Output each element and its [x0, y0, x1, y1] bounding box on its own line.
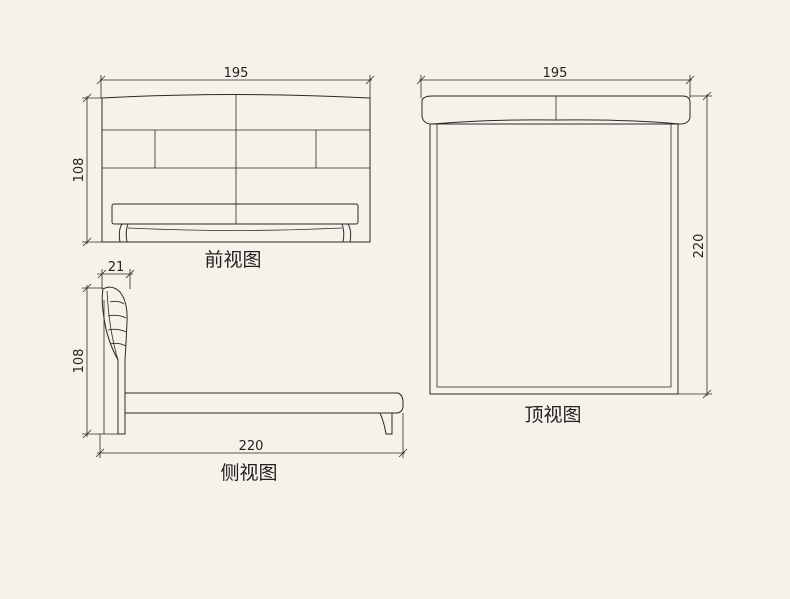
front-leg-right-inner — [341, 223, 345, 243]
front-height-dimension: 108 — [72, 93, 102, 247]
side-view: 21 108 220 侧视图 — [72, 260, 408, 484]
side-length-label: 220 — [239, 439, 264, 454]
side-height-dimension: 108 — [72, 283, 104, 439]
side-front-leg — [379, 412, 393, 435]
front-view-title: 前视图 — [204, 249, 261, 271]
front-frame-underline — [127, 227, 343, 231]
front-leg-left-inner — [125, 223, 129, 243]
top-width-label: 195 — [543, 66, 568, 81]
front-leg-left-outer — [118, 223, 123, 243]
front-width-label: 195 — [224, 66, 249, 81]
top-view: 195 220 顶视图 — [416, 66, 712, 426]
front-leg-right-outer — [347, 223, 352, 243]
side-bed-rail — [125, 392, 404, 414]
top-frame-inner — [436, 123, 672, 388]
side-depth-dimension: 21 — [97, 260, 135, 289]
side-headboard-tufting — [107, 300, 127, 347]
side-height-label: 108 — [72, 349, 87, 374]
front-view: 195 108 前视图 — [72, 66, 375, 271]
top-frame-outer — [429, 123, 679, 395]
top-view-title: 顶视图 — [524, 404, 581, 426]
top-length-dimension: 220 — [678, 91, 712, 399]
front-height-label: 108 — [72, 158, 87, 183]
top-width-dimension: 195 — [416, 66, 695, 98]
top-length-label: 220 — [692, 234, 707, 259]
side-view-title: 侧视图 — [220, 462, 277, 484]
side-headboard-outline — [101, 286, 128, 435]
side-length-dimension: 220 — [95, 413, 408, 458]
front-width-dimension: 195 — [96, 66, 375, 98]
side-headboard-inner-curve — [106, 290, 119, 361]
front-bed-rail — [111, 203, 359, 225]
side-depth-label: 21 — [108, 260, 125, 275]
